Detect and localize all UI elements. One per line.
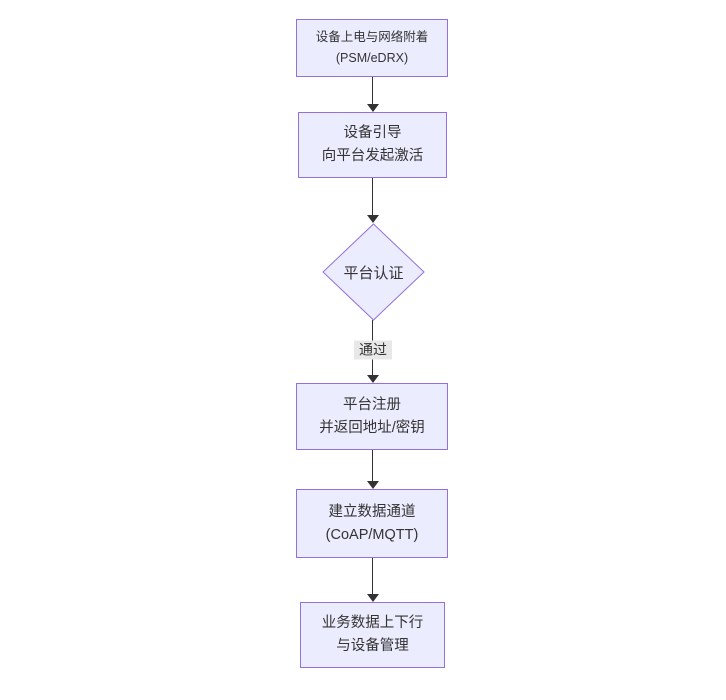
node-text-line: 向平台发起激活	[321, 148, 424, 164]
diamond-shape	[322, 223, 425, 321]
node-text-line: (CoAP/MQTT)	[325, 526, 419, 543]
node-text-line: 建立数据通道	[328, 503, 416, 520]
arrow-down-icon	[367, 594, 379, 602]
flow-node-bootstrap: 设备引导 向平台发起激活	[298, 112, 447, 178]
edge-line	[372, 450, 373, 482]
flow-node-business-data: 业务数据上下行 与设备管理	[300, 602, 445, 668]
arrow-down-icon	[367, 104, 379, 112]
node-text-line: 与设备管理	[336, 638, 409, 654]
flow-decision-platform-auth: 平台认证	[322, 223, 425, 321]
node-text-line: 并返回地址/密钥	[319, 419, 425, 436]
edge-label-pass: 通过	[354, 340, 392, 360]
node-text-line: 平台认证	[343, 264, 404, 282]
arrow-down-icon	[367, 481, 379, 489]
arrow-down-icon	[367, 375, 379, 383]
flow-node-data-channel: 建立数据通道 (CoAP/MQTT)	[296, 489, 448, 558]
node-text-line: 业务数据上下行	[321, 615, 424, 631]
edge-line	[372, 77, 373, 104]
arrow-down-icon	[367, 215, 379, 223]
node-text-line: 设备上电与网络附着	[315, 30, 429, 44]
flow-node-power-attach: 设备上电与网络附着 (PSM/eDRX)	[296, 19, 448, 77]
node-text-line: 平台注册	[343, 396, 401, 413]
node-text-line: (PSM/eDRX)	[335, 51, 409, 65]
flow-node-platform-register: 平台注册 并返回地址/密钥	[296, 383, 448, 450]
edge-line	[372, 558, 373, 595]
edge-line	[372, 178, 373, 216]
node-text-line: 设备引导	[343, 125, 402, 141]
